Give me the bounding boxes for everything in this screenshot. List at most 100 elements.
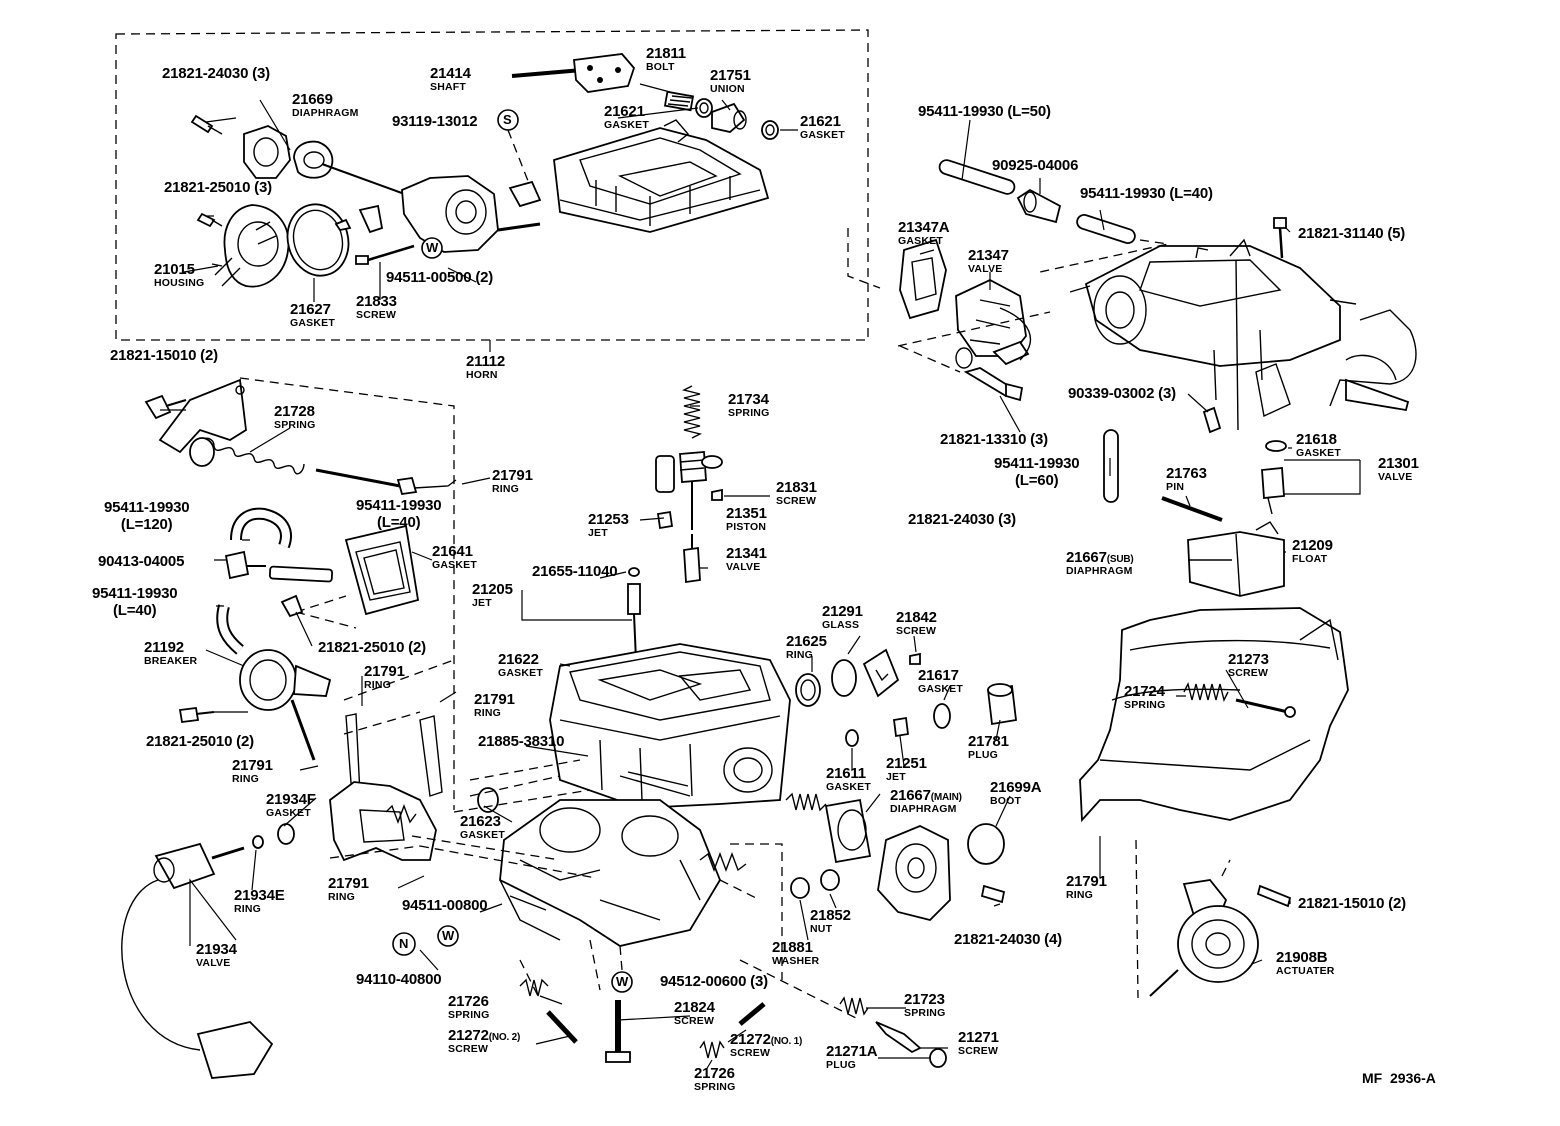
- callout-l01: 21821-24030 (3): [162, 65, 270, 82]
- boot-21699a-part: [967, 823, 1005, 865]
- callout-l76: 94110-40800: [356, 971, 442, 988]
- callout-l28: 21821-15010 (2): [110, 347, 218, 364]
- gasket-21621-a-part: [695, 98, 713, 118]
- small-screw-part: [334, 218, 352, 232]
- valve-21301-part: [1261, 467, 1285, 515]
- ring-21625-part: [795, 673, 821, 707]
- pin-21763-part: [1161, 496, 1223, 522]
- callout-l45: 21667(SUB)DIAPHRAGM: [1066, 549, 1134, 577]
- glass-21291-part: [831, 659, 857, 697]
- screw-21821-25010-mid-part: [280, 594, 304, 618]
- callout-l17: 95411-19930 (L=40): [1080, 185, 1213, 202]
- hose-l40-top-part: [1076, 213, 1136, 245]
- cover-part: [243, 125, 291, 179]
- piston-21351-part: [679, 451, 723, 530]
- callout-l36: 95411-19930(L=120): [104, 499, 190, 533]
- symbol-w-circle-3: [611, 971, 633, 993]
- air-horn-21112-part: [553, 119, 770, 233]
- spring-21723-part: [839, 996, 869, 1016]
- symbol-n-circle: [392, 932, 416, 956]
- callout-l64: 21667(MAIN)DIAPHRAGM: [890, 787, 962, 815]
- actuator-21908b-part: [1149, 879, 1259, 997]
- jet-21205-part: [627, 567, 641, 661]
- spring-21734-part: [681, 385, 703, 439]
- carburetor-body-right-part: [1079, 607, 1349, 823]
- clip-part: [358, 204, 384, 234]
- callout-l13: 94511-00500 (2): [386, 269, 494, 286]
- callout-l18: 21821-31140 (5): [1298, 225, 1406, 242]
- callout-l37: 95411-19930(L=40): [356, 497, 442, 531]
- horn-assembly-boundary: [115, 29, 869, 341]
- screw-21821-24030-b-part: [980, 884, 1006, 904]
- gasket-21934f-part: [277, 823, 295, 845]
- screw-21272-1-part: [738, 1002, 766, 1026]
- carburetor-top-part: [1069, 238, 1357, 431]
- hose-l50-part: [938, 159, 1016, 195]
- hose-l40-breaker-part: [216, 604, 244, 655]
- pin-90339-part: [1202, 406, 1222, 434]
- gasket-21627-part: [286, 203, 350, 277]
- gasket-21611-part: [845, 729, 859, 747]
- callout-l16: 90925-04006: [992, 157, 1079, 174]
- callout-l43: 21821-25010 (2): [318, 639, 426, 656]
- link-part: [508, 180, 542, 208]
- plug-21781-part: [987, 683, 1017, 726]
- gasket-21618-part: [1265, 440, 1287, 452]
- screw-21824-part: [605, 1000, 631, 1063]
- diaphragm-21669-part: [293, 140, 411, 197]
- callout-l77: 94512-00600 (3): [660, 973, 768, 990]
- diaphragm-main-21667-part: [824, 798, 872, 864]
- screw-21271-part: [875, 1021, 922, 1054]
- callout-l57: 21885-38310: [478, 733, 565, 750]
- pump-body-part: [401, 175, 541, 253]
- callout-l74: 21821-24030 (4): [954, 931, 1062, 948]
- screw-21821-15010-right-part: [1256, 884, 1292, 908]
- callout-l44: 21821-24030 (3): [908, 511, 1016, 528]
- plug-21271a-part: [929, 1048, 947, 1068]
- callout-l42: 95411-19930(L=40): [92, 585, 178, 619]
- symbol-w-text-1: W: [426, 240, 439, 255]
- screw-21831-part: [711, 488, 723, 501]
- callout-l81: 21272(NO. 2)SCREW: [448, 1027, 521, 1055]
- bolt-21811-part: [663, 90, 695, 112]
- callout-l23: 95411-19930(L=60): [994, 455, 1080, 489]
- callout-l71: 21821-15010 (2): [1298, 895, 1406, 912]
- ring-21934e-part: [252, 835, 264, 849]
- callout-l15: 95411-19930 (L=50): [918, 103, 1051, 120]
- callout-l09: 21821-25010 (3): [164, 179, 272, 196]
- bracket-part: [158, 378, 247, 454]
- symbol-s-circle: [497, 109, 519, 131]
- screw-21272-2-part: [546, 1010, 578, 1044]
- jet-21251-part: [892, 716, 910, 738]
- callout-l22: 21821-13310 (3): [940, 431, 1048, 448]
